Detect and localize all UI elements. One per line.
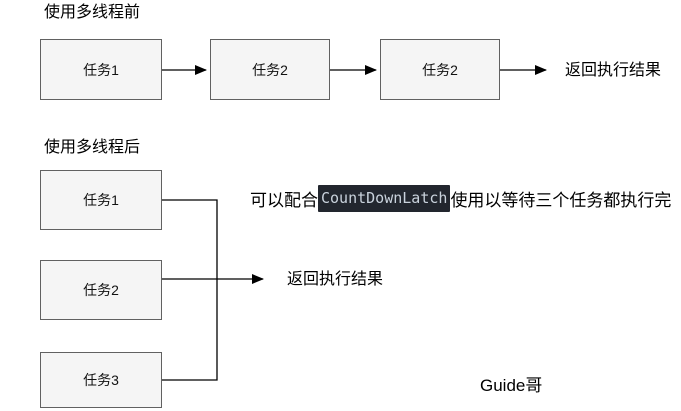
after-task-label-3: 任务3	[83, 372, 119, 388]
before-task-box-2: 任务2	[210, 39, 330, 100]
after-section-title: 使用多线程后	[44, 139, 141, 156]
before-task-label-2: 任务2	[252, 61, 288, 78]
connector-after-join-bracket	[162, 199, 218, 381]
note-code-countdownlatch: CountDownLatch	[318, 185, 451, 212]
after-task-box-3: 任务3	[40, 352, 162, 408]
before-result-label: 返回执行结果	[565, 62, 662, 79]
before-task-label-1: 任务1	[83, 61, 119, 78]
after-result-label: 返回执行结果	[287, 271, 384, 288]
before-task-box-1: 任务1	[40, 39, 162, 100]
after-task-label-2: 任务2	[83, 282, 119, 298]
after-task-box-1: 任务1	[40, 170, 162, 230]
note-text-right: 使用以等待三个任务都执行完	[450, 191, 672, 210]
after-task-label-1: 任务1	[83, 192, 119, 208]
watermark: Guide哥	[480, 376, 543, 395]
before-section-title: 使用多线程前	[44, 4, 141, 21]
before-task-box-3: 任务2	[380, 39, 500, 100]
before-task-label-3: 任务2	[422, 61, 458, 78]
note-text-left: 可以配合	[250, 191, 318, 210]
after-task-box-2: 任务2	[40, 260, 162, 320]
